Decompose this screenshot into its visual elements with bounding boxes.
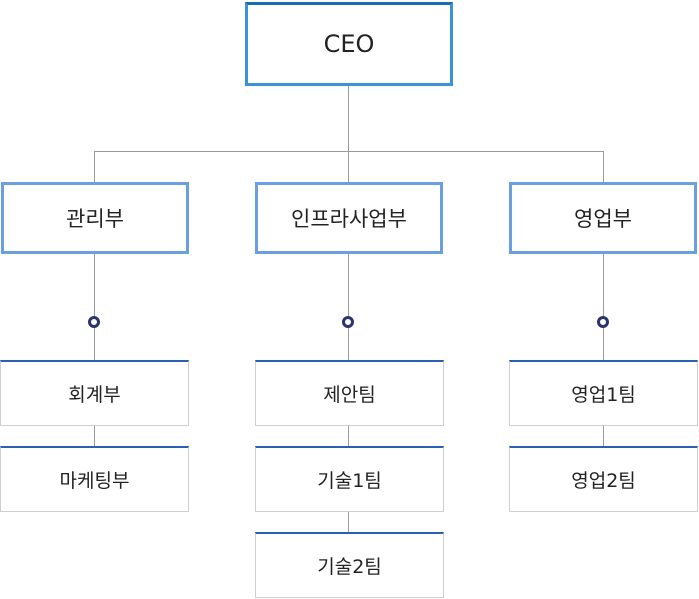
dept-label: 인프라사업부 bbox=[291, 207, 407, 231]
dept-label: 영업부 bbox=[574, 207, 632, 231]
connector-dept-3-down bbox=[603, 254, 604, 362]
connector-team-1-1-2 bbox=[94, 426, 95, 448]
dept-box-infrastructure: 인프라사업부 bbox=[255, 182, 443, 254]
node-dot-dept-2 bbox=[342, 316, 354, 328]
connector-team-2-2-3 bbox=[348, 512, 349, 534]
team-box: 영업2팀 bbox=[509, 446, 698, 512]
ceo-label: CEO bbox=[323, 30, 375, 58]
dept-box-management: 관리부 bbox=[1, 182, 189, 254]
connector-dept-1-down bbox=[94, 254, 95, 362]
connector-dept-2-down bbox=[348, 254, 349, 362]
ceo-box: CEO bbox=[245, 2, 453, 86]
team-label: 기술1팀 bbox=[317, 470, 382, 492]
team-box: 기술2팀 bbox=[255, 532, 444, 598]
team-label: 영업1팀 bbox=[571, 384, 636, 406]
connector-dept-2-up bbox=[348, 151, 349, 182]
dept-box-sales: 영업부 bbox=[509, 182, 697, 254]
team-box: 마케팅부 bbox=[0, 446, 189, 512]
node-dot-dept-3 bbox=[597, 316, 609, 328]
connector-horizontal-bus bbox=[94, 151, 604, 152]
dept-label: 관리부 bbox=[66, 207, 124, 231]
connector-team-3-1-2 bbox=[603, 426, 604, 448]
connector-ceo-down bbox=[348, 86, 349, 152]
team-label: 영업2팀 bbox=[571, 470, 636, 492]
connector-team-2-1-2 bbox=[348, 426, 349, 448]
team-box: 회계부 bbox=[0, 360, 189, 426]
team-label: 기술2팀 bbox=[317, 556, 382, 578]
node-dot-dept-1 bbox=[88, 316, 100, 328]
connector-dept-3-up bbox=[603, 151, 604, 182]
team-box: 영업1팀 bbox=[509, 360, 698, 426]
connector-dept-1-up bbox=[94, 151, 95, 182]
team-label: 회계부 bbox=[68, 384, 121, 406]
team-box: 제안팀 bbox=[255, 360, 444, 426]
team-label: 제안팀 bbox=[323, 384, 376, 406]
team-label: 마케팅부 bbox=[59, 470, 130, 492]
team-box: 기술1팀 bbox=[255, 446, 444, 512]
